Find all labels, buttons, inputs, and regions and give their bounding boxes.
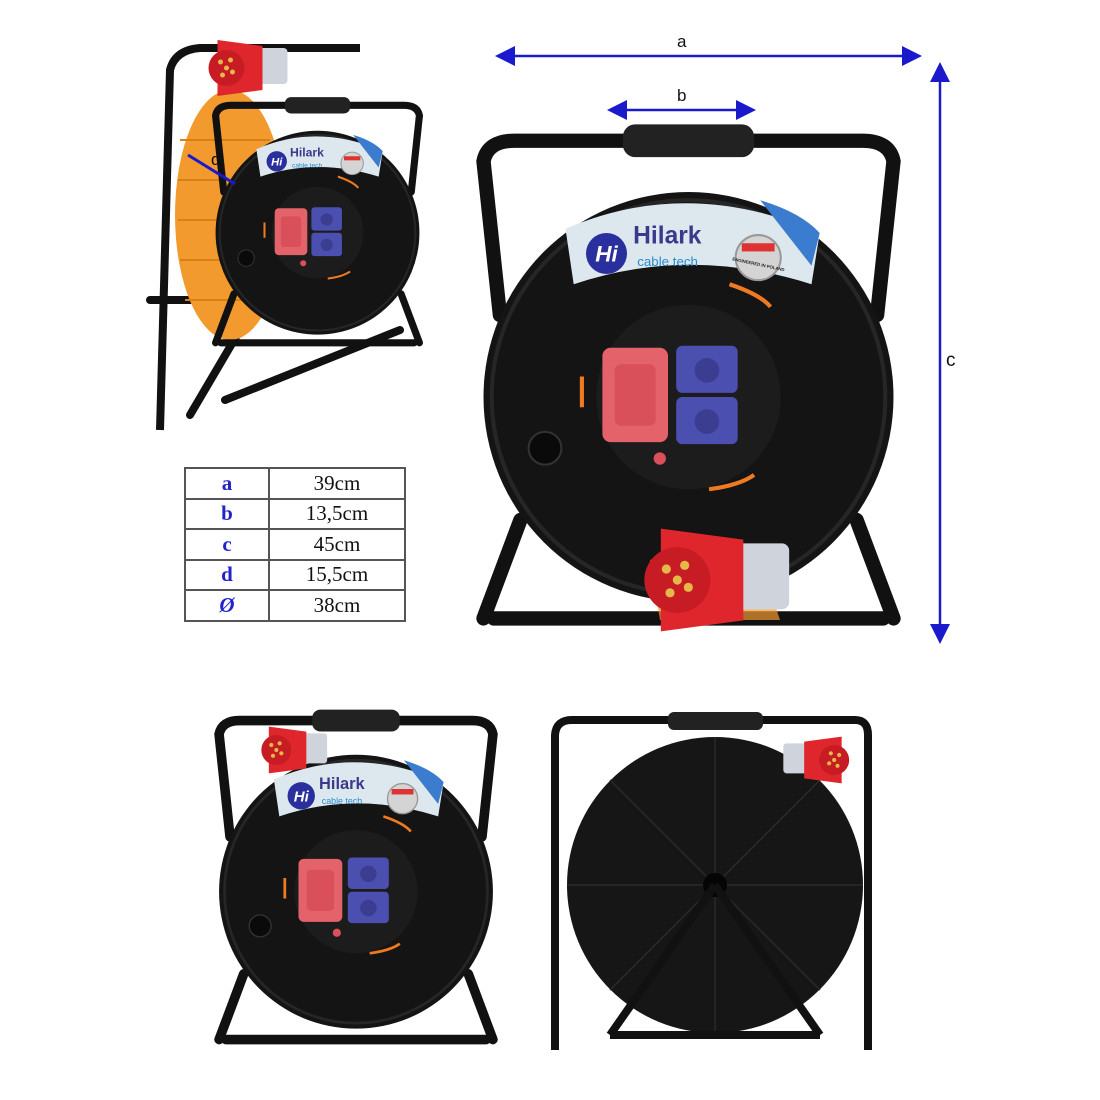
- brand-tagline: cable tech: [637, 254, 698, 269]
- brand-tagline: cable tech: [322, 796, 363, 806]
- brand-name: Hilark: [319, 775, 365, 793]
- dimension-key: Ø: [184, 589, 270, 622]
- reel-back-view: [551, 712, 872, 1050]
- dimension-b-label: b: [677, 86, 687, 105]
- dimension-c-label: c: [946, 350, 956, 371]
- dimension-value: 38cm: [268, 589, 406, 622]
- brand-logo-letters: Hi: [595, 242, 618, 267]
- dimension-key: a: [184, 467, 270, 500]
- dimension-key: d: [184, 558, 270, 591]
- dimension-d-label: d: [211, 150, 221, 169]
- brand-name: Hilark: [290, 145, 324, 159]
- dimension-value: 15,5cm: [268, 558, 406, 591]
- brand-name: Hilark: [633, 222, 702, 249]
- dimension-key: c: [184, 528, 270, 561]
- brand-tagline: cable tech: [292, 162, 322, 169]
- reel-main-view: Hi Hilark cable tech ENGINEERED IN POLAN…: [484, 124, 894, 632]
- brand-logo-letters: Hi: [271, 156, 283, 168]
- reel-label-angled: Hi Hilark cable tech: [271, 145, 324, 169]
- dimension-a-label: a: [677, 32, 687, 51]
- dimension-value: 39cm: [268, 467, 406, 500]
- dimension-value: 45cm: [268, 528, 406, 561]
- dimension-d-line: [187, 153, 236, 186]
- reel-front-small: Hi Hilark cable tech: [219, 710, 493, 1040]
- dimension-value: 13,5cm: [268, 497, 406, 530]
- dimension-key: b: [184, 497, 270, 530]
- reel-angled-view: Hi Hilark cable tech: [146, 40, 419, 431]
- reel-label-main: Hi Hilark cable tech ENGINEERED IN POLAN…: [595, 222, 785, 272]
- brand-logo-letters: Hi: [294, 788, 310, 805]
- reel-label-small: Hi Hilark cable tech: [294, 775, 366, 806]
